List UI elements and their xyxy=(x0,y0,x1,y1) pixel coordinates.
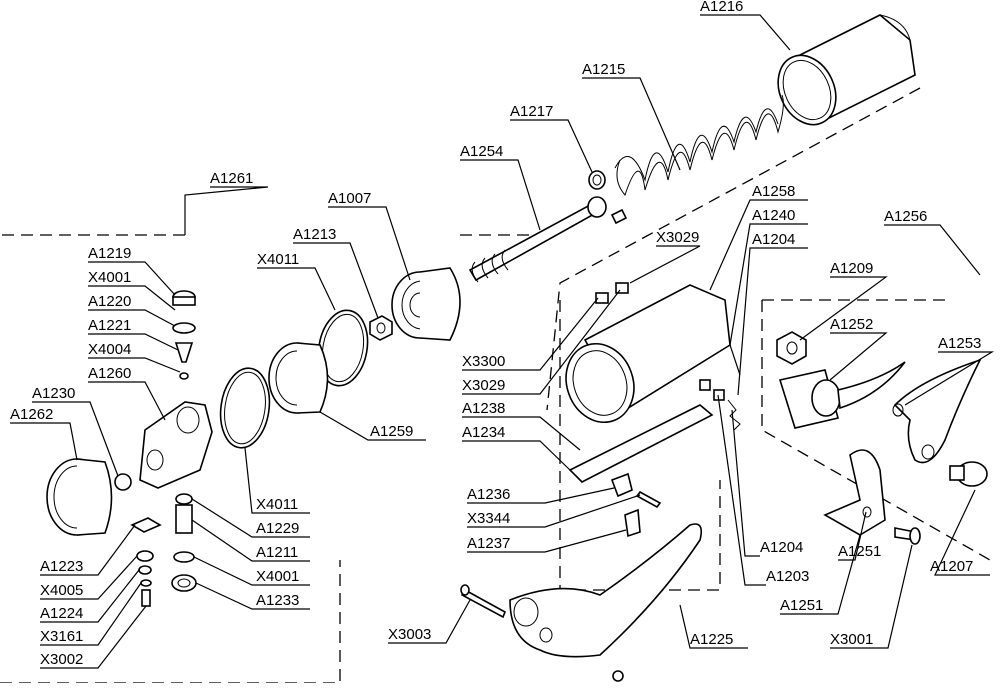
part-a1233-nut xyxy=(171,574,197,592)
label-a1216: A1216 xyxy=(700,0,743,15)
label-x3161: X3161 xyxy=(40,628,83,645)
label-a1220: A1220 xyxy=(88,293,131,310)
part-x3003-bolt xyxy=(460,584,624,682)
part-x3029-screw xyxy=(595,282,629,304)
label-x3344: X3344 xyxy=(467,510,510,527)
part-x3002-screw xyxy=(141,589,151,607)
part-a1007-piston xyxy=(391,267,461,341)
part-a1219-plug xyxy=(172,290,196,306)
label-a1219: A1219 xyxy=(88,245,131,262)
assembly-frame-left xyxy=(0,234,341,684)
part-a1260-housing xyxy=(139,401,213,489)
part-a1258-cylinder xyxy=(565,284,731,424)
part-x3161-ring xyxy=(140,579,152,587)
label-a1260: A1260 xyxy=(88,365,131,382)
part-a1217-nut xyxy=(588,170,606,190)
label-a1254: A1254 xyxy=(460,143,503,160)
label-a1007: A1007 xyxy=(328,190,371,207)
label-a1261: A1261 xyxy=(210,170,253,187)
label-a1251: A1251 xyxy=(838,543,881,560)
part-x4005-ring xyxy=(136,550,154,562)
part-a1216-cover-tube xyxy=(777,14,916,126)
part-a1230-fitting xyxy=(114,473,132,491)
part-a1251-plate xyxy=(823,449,886,536)
label-a1233: A1233 xyxy=(256,592,299,609)
label-x4001-lower: X4001 xyxy=(256,568,299,585)
label-x4011-upper: X4011 xyxy=(257,251,299,268)
part-x4001-oring-lower xyxy=(173,551,195,563)
label-x3029-upper: X3029 xyxy=(656,229,699,246)
label-a1234: A1234 xyxy=(462,424,505,441)
label-a1230: A1230 xyxy=(32,385,75,402)
label-a1204-lower: A1204 xyxy=(760,539,803,556)
part-a1220-washer xyxy=(172,322,196,334)
label-a1259: A1259 xyxy=(370,423,413,440)
part-a1207-knob xyxy=(949,461,988,487)
part-a1259-bushing xyxy=(268,342,329,414)
part-a1221-valve xyxy=(174,342,194,363)
part-a1254-rod xyxy=(468,196,607,283)
label-x4001-upper: X4001 xyxy=(88,269,131,286)
callout-labels: A1216 A1215 A1217 A1254 A1261 A1007 A121… xyxy=(10,0,981,668)
label-a1204-upper: A1204 xyxy=(752,231,795,248)
label-a1262: A1262 xyxy=(10,406,53,423)
part-a1209-nut xyxy=(776,331,807,365)
part-a1236-clip xyxy=(610,472,633,498)
part-x4011-oring xyxy=(317,309,369,387)
part-pin xyxy=(610,208,628,225)
part-a1229-seat xyxy=(175,493,193,534)
label-a1253: A1253 xyxy=(938,335,981,352)
label-a1209: A1209 xyxy=(830,260,873,277)
part-x3344-pin xyxy=(635,490,662,509)
part-a1253-lever xyxy=(892,358,982,464)
label-a1240: A1240 xyxy=(752,207,795,224)
label-x4004: X4004 xyxy=(88,341,131,358)
part-a1237-latch xyxy=(624,508,641,538)
label-x3002: X3002 xyxy=(40,651,83,668)
label-a1224: A1224 xyxy=(40,605,83,622)
label-x3029-lower: X3029 xyxy=(462,377,505,394)
label-a1221: A1221 xyxy=(88,317,131,334)
part-x3001-screw xyxy=(894,527,921,545)
part-x4011-oring-2 xyxy=(219,367,271,449)
part-a1224-washer xyxy=(138,565,152,575)
part-a1215-spring xyxy=(614,94,784,196)
label-a1229: A1229 xyxy=(256,520,299,537)
part-a1223-washer xyxy=(130,517,162,533)
label-x3300: X3300 xyxy=(462,353,505,370)
label-a1236: A1236 xyxy=(467,486,510,503)
label-a1217: A1217 xyxy=(510,103,553,120)
label-a1215: A1215 xyxy=(582,61,625,78)
part-a1213-nut xyxy=(369,315,393,341)
label-x3003: X3003 xyxy=(388,626,431,643)
label-a1237: A1237 xyxy=(467,535,510,552)
label-a1223: A1223 xyxy=(40,558,83,575)
part-a1262-union-nut xyxy=(46,458,113,536)
part-a1204-spring xyxy=(727,399,741,431)
label-a1251b: A1251 xyxy=(780,597,823,614)
label-x4005: X4005 xyxy=(40,582,83,599)
leader-lines xyxy=(10,14,995,669)
part-a1252-bracket xyxy=(778,361,906,429)
label-x4011-lower: X4011 xyxy=(256,496,298,513)
part-a1238-rail xyxy=(568,404,714,483)
label-a1207: A1207 xyxy=(930,558,973,575)
label-a1238: A1238 xyxy=(462,400,505,417)
label-x3001: X3001 xyxy=(830,631,873,648)
label-a1203: A1203 xyxy=(766,568,809,585)
label-a1211: A1211 xyxy=(256,544,298,561)
label-a1213: A1213 xyxy=(293,226,336,243)
label-a1256: A1256 xyxy=(884,208,927,225)
label-a1252: A1252 xyxy=(830,316,873,333)
part-a1225-handle xyxy=(509,523,703,658)
label-a1225: A1225 xyxy=(690,631,733,648)
part-x4004-ring xyxy=(179,372,189,380)
label-a1258: A1258 xyxy=(752,183,795,200)
part-a1203-screw xyxy=(699,379,725,401)
